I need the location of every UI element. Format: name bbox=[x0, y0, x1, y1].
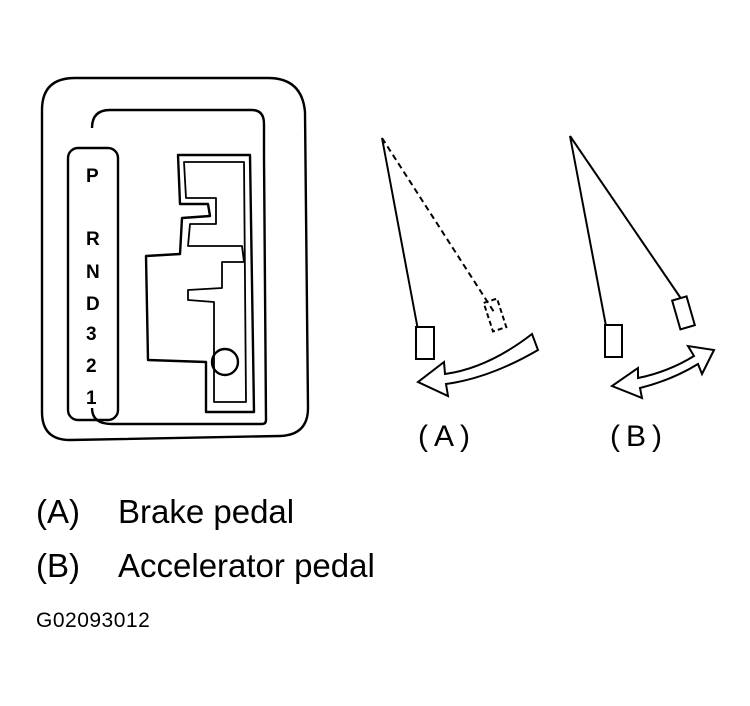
legend-row-accelerator: (B) Accelerator pedal bbox=[36, 546, 375, 586]
gear-letter-3: 3 bbox=[86, 324, 97, 345]
brake-pedal-arm-depressed bbox=[381, 137, 495, 313]
legend-key-b: (B) bbox=[36, 547, 80, 584]
gear-letter-2: 2 bbox=[86, 356, 97, 377]
shift-gate-outer bbox=[144, 153, 256, 414]
pedal-b-diagram bbox=[569, 135, 716, 400]
accelerator-pedal-pad bbox=[604, 324, 623, 358]
shifter-outer-bezel bbox=[40, 76, 310, 442]
pedal-b-label: (B) bbox=[610, 420, 668, 453]
gear-letter-r: R bbox=[86, 229, 100, 250]
shift-gate-inner bbox=[183, 161, 247, 403]
gear-letter-p: P bbox=[86, 166, 99, 187]
pedal-a-label: (A) bbox=[418, 420, 476, 453]
gear-indicator-strip bbox=[66, 146, 120, 422]
brake-press-arrow bbox=[416, 332, 540, 398]
brake-pedal-pad bbox=[415, 326, 435, 360]
shifter-inner-panel bbox=[90, 108, 268, 426]
pedal-a-diagram bbox=[381, 137, 540, 398]
legend-key-a: (A) bbox=[36, 493, 80, 530]
shift-lever-assembly bbox=[40, 76, 310, 442]
gear-letters: P R N D 3 2 1 bbox=[86, 166, 100, 409]
accelerator-pedal-pad-2 bbox=[670, 295, 697, 331]
legend-row-brake: (A) Brake pedal bbox=[36, 492, 294, 532]
gear-letter-1: 1 bbox=[86, 388, 97, 409]
legend-text-accelerator: Accelerator pedal bbox=[118, 547, 375, 584]
gear-letter-d: D bbox=[86, 294, 100, 315]
shift-knob-circle bbox=[210, 347, 240, 377]
brake-pedal-pad-depressed bbox=[482, 297, 508, 333]
figure-code: G02093012 bbox=[36, 609, 151, 632]
brake-pedal-arm bbox=[381, 137, 419, 331]
accelerator-pedal-arm bbox=[569, 135, 607, 327]
pedal-shift-diagram: P R N D 3 2 1 (A) (B) bbox=[40, 76, 716, 453]
accelerator-move-arrow bbox=[609, 344, 716, 400]
legend-text-brake: Brake pedal bbox=[118, 493, 295, 530]
accelerator-pedal-arm-2 bbox=[569, 135, 683, 301]
gear-letter-n: N bbox=[86, 262, 100, 283]
